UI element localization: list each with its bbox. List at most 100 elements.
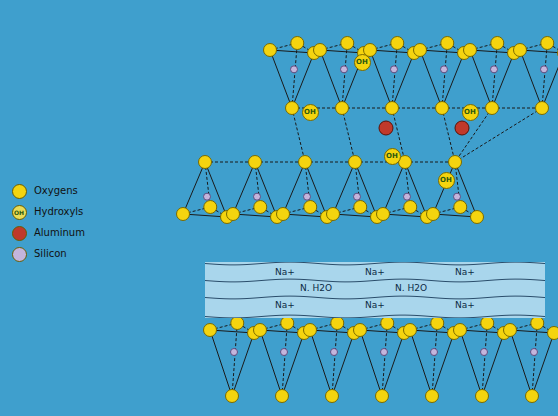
oxygen-atom — [299, 156, 312, 169]
wave-line — [205, 279, 545, 282]
ion-label: Na+ — [275, 267, 295, 277]
oxygen-atom — [376, 390, 389, 403]
hydroxyl-atom: OH — [302, 104, 319, 121]
oxygen-atom — [377, 208, 390, 221]
bond-line — [532, 333, 554, 396]
oxygen-atom — [404, 324, 417, 337]
atoms — [177, 37, 558, 403]
oxygen-atom — [286, 102, 299, 115]
hydroxyl-atom: OH — [354, 54, 371, 71]
silicon-atom — [331, 349, 338, 356]
bond-line — [510, 330, 532, 396]
silicon-atom — [281, 349, 288, 356]
swatch-label: OH — [14, 209, 24, 216]
oxygen-atom — [431, 317, 444, 330]
bond-line — [283, 162, 305, 214]
silicon-atom — [541, 66, 548, 73]
oxygen-atom — [326, 390, 339, 403]
bond-line — [470, 50, 492, 108]
oxygen-atom — [541, 37, 554, 50]
bond-line — [420, 50, 442, 108]
bond-line — [333, 162, 355, 214]
bond-line — [282, 333, 304, 396]
silicon-atom — [491, 66, 498, 73]
bond-line — [342, 43, 347, 108]
bond-line — [520, 50, 542, 108]
oxygen-atom — [476, 390, 489, 403]
bond-line — [405, 162, 455, 163]
bond-line — [410, 330, 432, 396]
aluminum-atom — [379, 121, 393, 135]
hydroxyl-label: OH — [440, 176, 452, 184]
bond-line — [210, 330, 232, 396]
legend-swatch — [12, 226, 27, 241]
silicon-atom — [304, 193, 311, 200]
bond-line — [542, 43, 547, 108]
oxygen-atom — [341, 37, 354, 50]
oxygen-atom — [226, 390, 239, 403]
oxygen-atom — [177, 208, 190, 221]
bond-line — [305, 162, 355, 163]
oxygen-atom — [454, 324, 467, 337]
silicon-atom — [441, 66, 448, 73]
oxygen-atom — [231, 317, 244, 330]
oxygen-atom — [391, 37, 404, 50]
bond-line — [282, 323, 287, 396]
oxygen-atom — [227, 208, 240, 221]
bond-line — [482, 323, 487, 396]
hydroxyl-atom: OH — [384, 148, 401, 165]
oxygen-atom — [249, 156, 262, 169]
oxygen-atom — [336, 102, 349, 115]
bond-line — [255, 162, 305, 163]
oxygen-atom — [199, 156, 212, 169]
interlayer-band: Na+Na+Na+N. H2ON. H2ONa+Na+Na+ — [205, 262, 545, 318]
silicon-atom — [381, 349, 388, 356]
oxygen-atom — [404, 201, 417, 214]
legend-swatch — [12, 247, 27, 262]
aluminum-atom — [455, 121, 469, 135]
ion-label: Na+ — [455, 267, 475, 277]
oxygen-atom — [254, 324, 267, 337]
wave-line — [205, 262, 545, 265]
oxygen-atom — [331, 317, 344, 330]
oxygen-atom — [414, 44, 427, 57]
oxygen-atom — [276, 390, 289, 403]
oxygen-atom — [526, 390, 539, 403]
ion-label: Na+ — [275, 300, 295, 310]
oxygen-atom — [548, 327, 558, 340]
oxygen-atom — [281, 317, 294, 330]
oxygen-atom — [304, 324, 317, 337]
silicon-atom — [341, 66, 348, 73]
legend-swatch — [12, 184, 27, 199]
oxygen-atom — [381, 317, 394, 330]
bond-line — [432, 323, 437, 396]
hydroxyl-label: OH — [386, 152, 398, 160]
oxygen-atom — [304, 201, 317, 214]
oxygen-atom — [441, 37, 454, 50]
oxygen-atom — [386, 102, 399, 115]
silicon-atom — [481, 349, 488, 356]
bond-line — [370, 50, 392, 108]
bond-line — [232, 333, 254, 396]
bond-line — [310, 330, 332, 396]
oxygen-atom — [349, 156, 362, 169]
legend-text: Silicon — [34, 248, 67, 259]
oxygen-atom — [464, 44, 477, 57]
silicon-atom — [391, 66, 398, 73]
oxygen-atom — [291, 37, 304, 50]
bond-line — [492, 108, 542, 109]
ion-label: N. H2O — [395, 283, 427, 293]
oxygen-atom — [204, 324, 217, 337]
bond-line — [232, 323, 237, 396]
oxygen-atom — [204, 201, 217, 214]
oxygen-atom — [254, 201, 267, 214]
hydroxyl-atom: OH — [462, 104, 479, 121]
silicon-atom — [354, 193, 361, 200]
oxygen-atom — [449, 156, 462, 169]
bond-line — [360, 330, 382, 396]
oxygen-atom — [481, 317, 494, 330]
bond-line — [433, 162, 455, 214]
